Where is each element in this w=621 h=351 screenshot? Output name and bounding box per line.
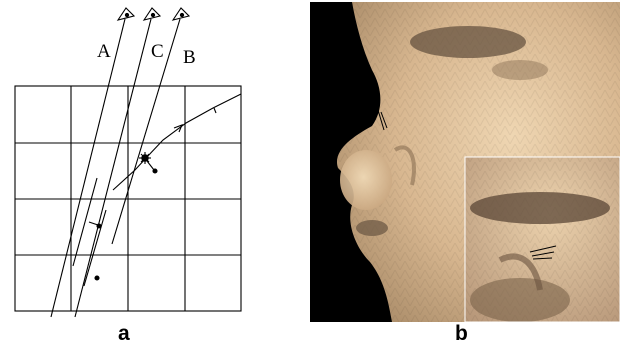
nostril-shadow: [356, 220, 388, 236]
normal-dot: [153, 169, 157, 173]
surface-stroke: [84, 210, 106, 286]
panel-a-label: a: [118, 322, 130, 346]
normal-dot: [95, 276, 99, 280]
panel-b-label: b: [455, 322, 468, 346]
tick-mark: [214, 108, 216, 113]
ray-c-line: [75, 19, 151, 317]
normal-vector: [89, 222, 98, 225]
eye-icon: [144, 8, 160, 20]
intersection-point: [139, 152, 151, 164]
eye-socket-shadow: [410, 26, 526, 58]
eye-icon: [118, 8, 134, 20]
normal-dot: [97, 224, 101, 228]
ray-label-b: B: [183, 47, 196, 68]
eye-icon: [173, 8, 189, 20]
ray-label-c: C: [151, 41, 164, 62]
inset-zoom: [465, 157, 620, 322]
panel-a-diagram: [15, 8, 241, 317]
nose-tip: [340, 150, 392, 210]
ray-label-a: A: [97, 41, 111, 62]
normal-vector: [147, 161, 154, 170]
